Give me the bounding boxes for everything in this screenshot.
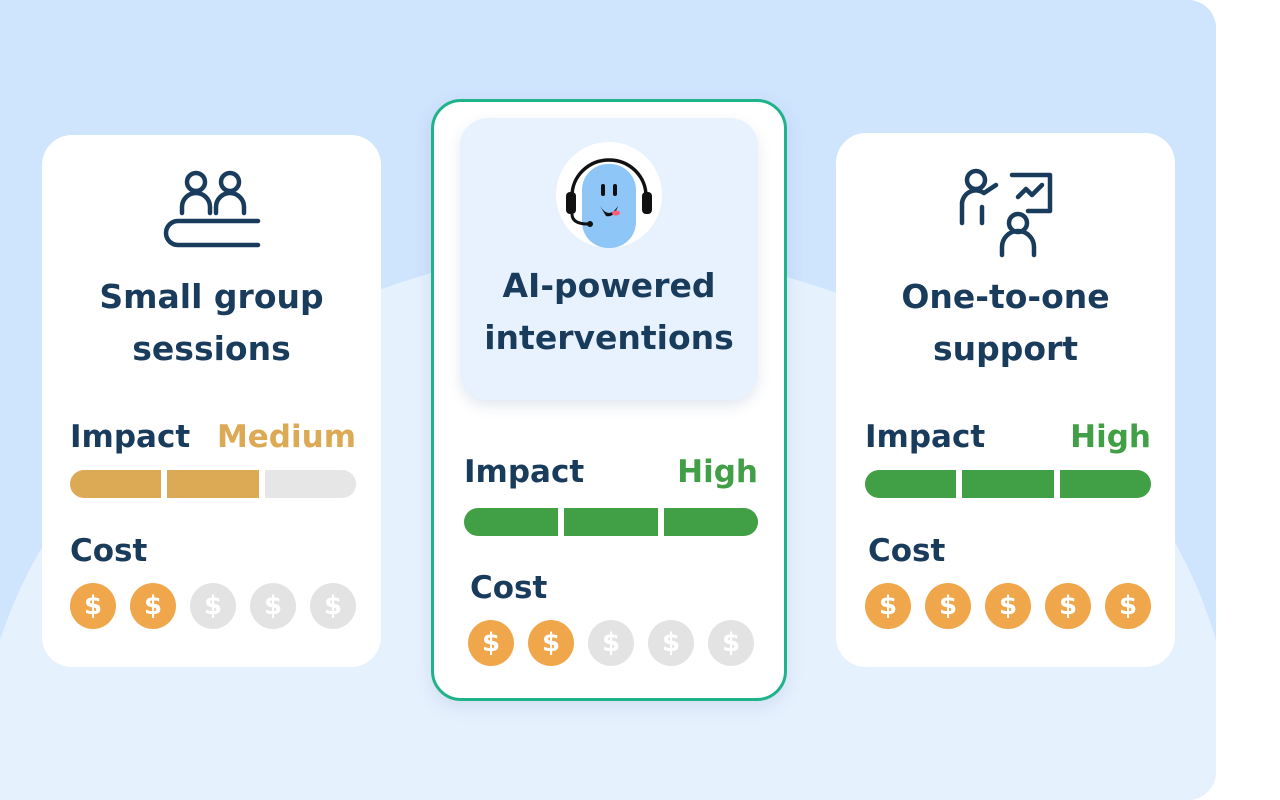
dollar-coin-icon: $ [865,583,911,629]
ai-bot-headset-icon [566,158,652,248]
option-card-one-to-one[interactable]: One-to-one support Impact High Cost $$$$… [836,133,1175,667]
dollar-coin-icon: $ [1045,583,1091,629]
cost-label: Cost [470,570,548,606]
ai-header-panel: AI-powered interventions [460,118,758,400]
impact-row: Impact Medium [70,419,356,455]
card-title-line-2: interventions [484,318,734,357]
dollar-coin-icon: $ [648,620,694,666]
card-title: AI-powered interventions [460,260,758,364]
card-title-line-1: AI-powered [502,266,716,305]
card-title-line-2: sessions [132,329,291,368]
card-title-line-1: Small group [99,277,324,316]
impact-bar-segment [464,508,558,536]
impact-bar-segment [865,470,957,498]
impact-bar-segment [658,508,758,536]
background-panel: Small group sessions Impact Medium Cost … [0,0,1216,800]
card-title-line-2: support [932,329,1079,368]
dollar-coin-icon: $ [70,583,116,629]
dollar-coin-icon: $ [468,620,514,666]
dollar-coin-icon: $ [708,620,754,666]
impact-bar-segment [558,508,658,536]
impact-bar-segment [258,470,356,498]
dollar-coin-icon: $ [190,583,236,629]
dollar-coin-icon: $ [250,583,296,629]
dollar-coin-icon: $ [130,583,176,629]
cost-coins: $ $ $ $ $ [468,620,754,666]
card-title: One-to-one support [836,271,1175,375]
impact-bar-segment [161,470,259,498]
impact-label: Impact [464,454,585,490]
option-card-small-group[interactable]: Small group sessions Impact Medium Cost … [42,135,381,667]
cost-label: Cost [70,533,148,569]
impact-value: High [1070,419,1151,455]
impact-value: High [677,454,758,490]
one-to-one-tutor-icon [959,168,1053,258]
dollar-coin-icon: $ [1105,583,1151,629]
impact-bar-segment [1053,470,1151,498]
impact-bar [464,508,758,536]
option-card-ai-powered[interactable]: AI-powered interventions Impact High Cos… [431,99,787,701]
dollar-coin-icon: $ [588,620,634,666]
impact-label: Impact [865,419,986,455]
impact-value: Medium [216,419,356,455]
cost-coins: $ $ $ $ $ [70,583,356,629]
dollar-coin-icon: $ [985,583,1031,629]
impact-row: Impact High [865,419,1151,455]
impact-bar-segment [70,470,162,498]
cost-coins: $ $ $ $ $ [865,583,1151,629]
card-title-line-1: One-to-one [901,277,1110,316]
dollar-coin-icon: $ [310,583,356,629]
impact-label: Impact [70,419,191,455]
dollar-coin-icon: $ [528,620,574,666]
dollar-coin-icon: $ [925,583,971,629]
impact-bar [865,470,1151,498]
impact-bar [70,470,356,498]
impact-row: Impact High [464,454,758,490]
cost-label: Cost [868,533,946,569]
group-session-icon [163,170,261,248]
card-title: Small group sessions [42,271,381,375]
impact-bar-segment [956,470,1054,498]
